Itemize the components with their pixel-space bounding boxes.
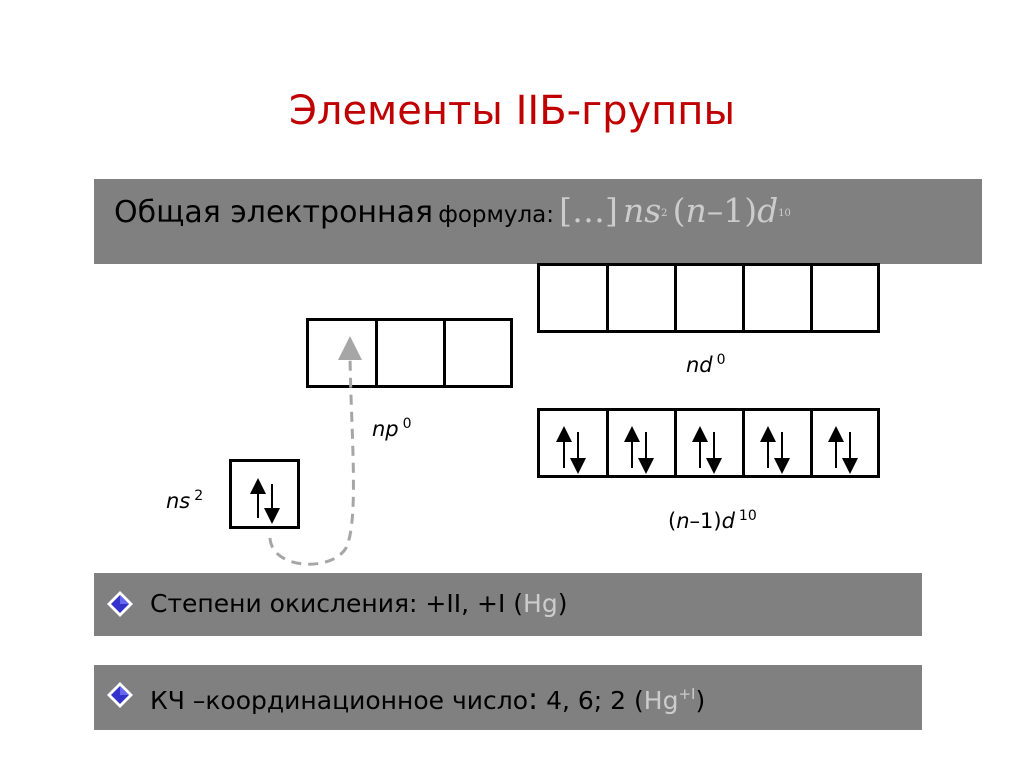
formula-label-small: формула: [438,202,555,228]
formula-label-big: Общая электронная [114,195,434,230]
coordination-number-text: КЧ –координационное число: 4, 6; 2 (Hg+I… [150,682,706,717]
formula-ns-exp: 2 [661,207,668,219]
formula-nd-minus: –1) [706,191,758,230]
coordination-number-bar: КЧ –координационное число: 4, 6; 2 (Hg+I… [94,665,922,730]
diamond-bullet-icon [107,591,133,617]
electron-pair-arrows-icon [556,426,858,474]
formula-nd-d: d [757,191,779,230]
formula-nd-exp: 10 [778,207,791,219]
electron-pair-arrows-icon [250,478,280,524]
orbital-nd-empty [537,263,880,333]
formula-core: […] [559,191,618,230]
promotion-arrow [268,336,363,566]
diamond-bullet-icon [107,682,133,708]
general-formula: Общая электронная формула: […] ns2 (n–1)… [114,191,791,230]
formula-nd-open: ( [672,191,686,230]
oxidation-states-text: Степени окисления: +II, +I (Hg) [150,589,568,618]
formula-bar: Общая электронная формула: […] ns2 (n–1)… [94,179,982,264]
page-title: Элементы IIБ-группы [288,88,736,134]
formula-ns: ns [622,191,662,230]
oxidation-states-bar: Степени окисления: +II, +I (Hg) [94,573,922,636]
formula-nd-n: n [685,191,707,230]
